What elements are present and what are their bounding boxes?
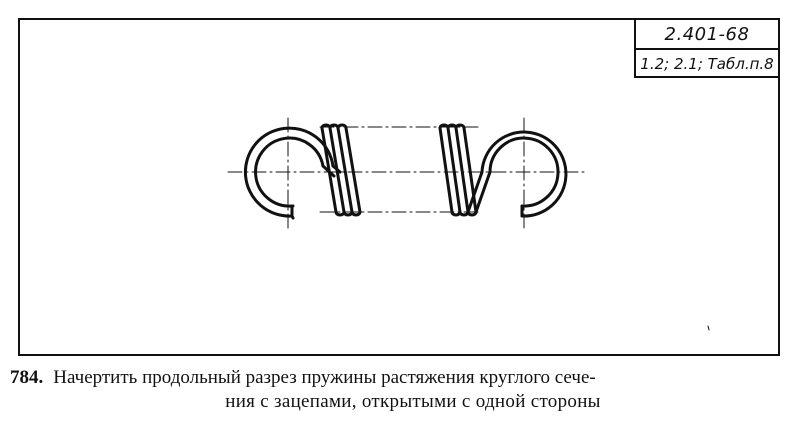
caption-text-line1: Начертить продольный разрез пружины раст…: [53, 367, 596, 388]
drawing-sheet: 2.401-68 1.2; 2.1; Табл.п.8: [18, 18, 780, 356]
task-number: 784.: [10, 367, 44, 388]
scan-marks: [707, 325, 710, 331]
right-coils: [438, 123, 492, 217]
stamp-reference: 1.2; 2.1; Табл.п.8: [640, 55, 774, 73]
center-lines: [227, 117, 586, 229]
caption-first-line: 784. Начертить продольный разрез пружины…: [10, 366, 790, 390]
standard-stamp: 2.401-68 1.2; 2.1; Табл.п.8: [634, 18, 780, 78]
stamp-standard-number: 2.401-68: [636, 20, 778, 50]
caption-text-line2: ния с зацепами, открытыми с одной сторон…: [225, 391, 601, 412]
right-hook: [480, 130, 568, 218]
left-hook: [243, 126, 335, 220]
spring-drawing: [227, 117, 710, 331]
task-caption: 784. Начертить продольный разрез пружины…: [10, 366, 790, 414]
left-coils: [320, 123, 362, 217]
